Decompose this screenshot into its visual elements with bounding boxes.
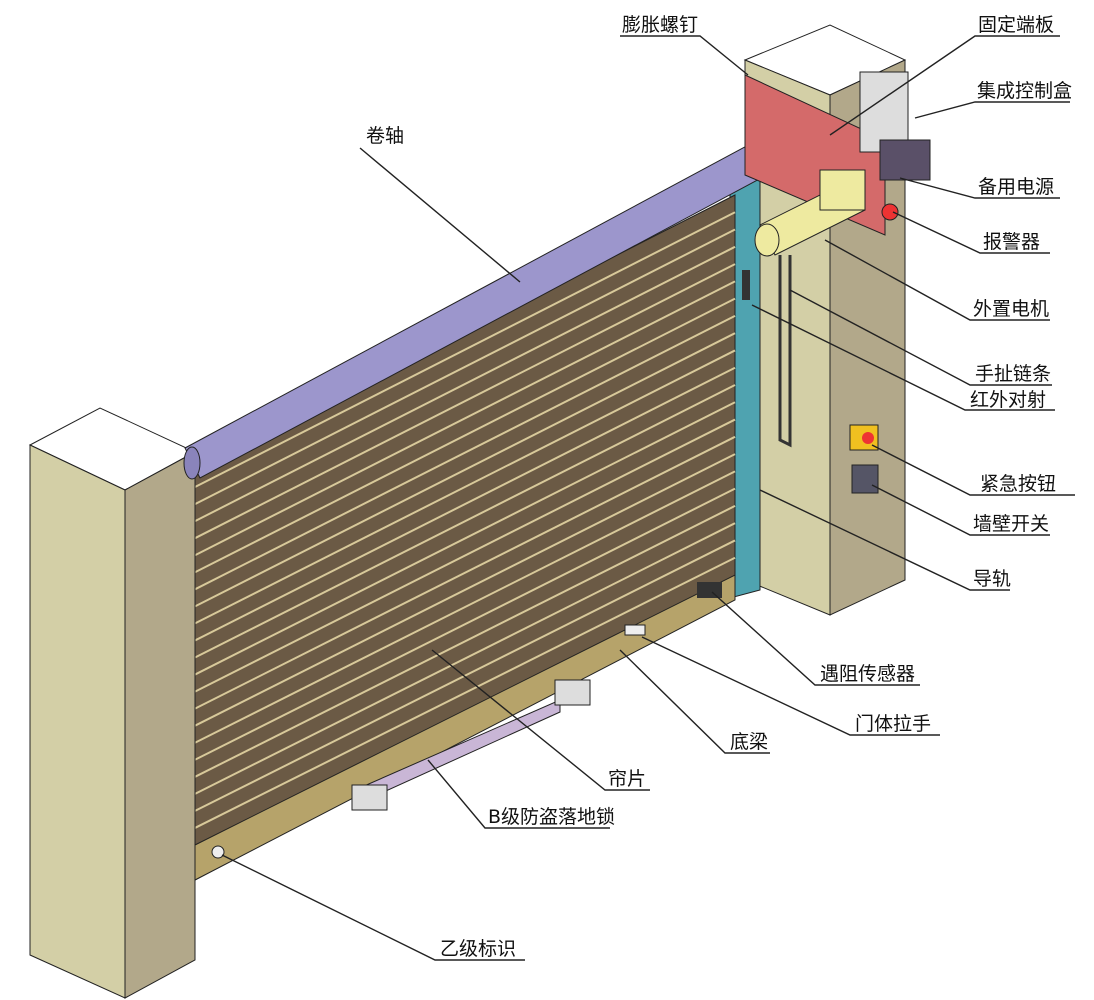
door-handle (624, 624, 646, 636)
label-grade-mark: 乙级标识 (440, 938, 516, 960)
curtain-slat-line (194, 280, 736, 557)
curtain-slat-line (194, 263, 736, 540)
hand-chain (778, 255, 792, 448)
curtain-slat-line (194, 522, 736, 795)
emergency-button-cap (862, 432, 874, 444)
alarm-light (881, 203, 899, 221)
label-roller-shaft: 卷轴 (366, 125, 404, 147)
curtain-slat-line (194, 228, 736, 505)
label-obstacle-sensor: 遇阻传感器 (820, 663, 915, 685)
obstacle-sensor-box (697, 582, 722, 598)
label-curtain-slat: 帘片 (608, 768, 646, 790)
curtain-slat-line (194, 366, 736, 642)
grade-mark-badge (211, 845, 225, 859)
wall-switch (851, 464, 879, 494)
label-guide-rail: 导轨 (973, 568, 1011, 590)
curtain-slat-line (194, 349, 736, 625)
label-wall-switch: 墙壁开关 (973, 513, 1049, 535)
curtain-slat-line (194, 453, 736, 727)
external-motor (754, 169, 866, 257)
lock-bracket (351, 784, 388, 811)
curtain-slat-line (194, 332, 736, 608)
label-floor-lock: B级防盗落地锁 (488, 806, 615, 828)
curtain-slat-line (194, 401, 736, 676)
label-fixed-end-plate: 固定端板 (978, 14, 1054, 36)
curtain-slat-line (194, 435, 736, 710)
curtain-slat-line (194, 556, 736, 829)
label-infrared-sensor: 红外对射 (970, 389, 1046, 411)
curtain-slat-line (194, 211, 736, 488)
infrared-sensor (742, 270, 750, 300)
curtain-slat-line (194, 245, 736, 523)
label-emergency-button: 紧急按钮 (980, 473, 1056, 495)
leader-lines (221, 35, 1075, 961)
curtain-slat-line (194, 487, 736, 761)
lock-bracket (554, 679, 591, 706)
curtain-slat-line (194, 297, 736, 574)
curtain-slat-line (194, 539, 736, 812)
label-expansion-bolt: 膨胀螺钉 (622, 14, 698, 36)
label-bottom-beam: 底梁 (730, 731, 768, 753)
curtain-slat-line (194, 470, 736, 744)
label-integrated-control-box: 集成控制盒 (977, 80, 1072, 102)
curtain-slat-line (194, 315, 736, 591)
label-external-motor: 外置电机 (973, 298, 1049, 320)
left-pillar (28, 407, 197, 999)
label-hand-chain: 手扯链条 (975, 363, 1051, 385)
backup-power (879, 139, 931, 181)
curtain-slat-line (194, 418, 736, 693)
integrated-control-box (859, 71, 909, 153)
curtain-slat-line (194, 505, 736, 778)
label-door-handle: 门体拉手 (855, 713, 931, 735)
label-alarm: 报警器 (983, 231, 1040, 253)
label-backup-power: 备用电源 (978, 176, 1054, 198)
curtain-slat-line (194, 384, 736, 659)
